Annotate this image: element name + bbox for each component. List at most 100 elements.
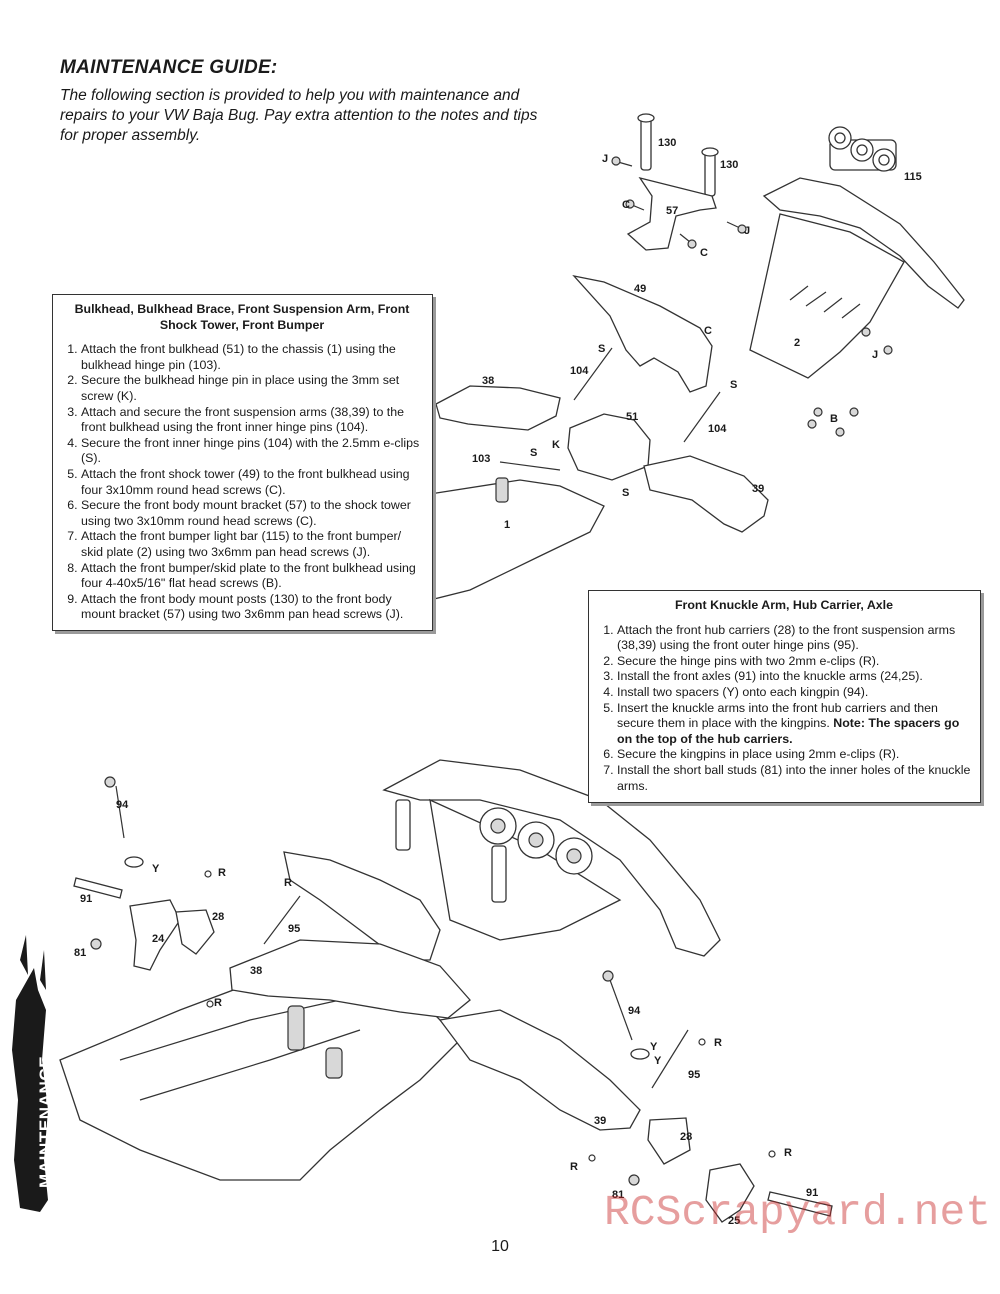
callout-81: 81 bbox=[612, 1189, 624, 1201]
front-suspension-arm-left bbox=[229, 939, 471, 1019]
callout-104: 104 bbox=[570, 365, 589, 377]
knuckle-box-title: Front Knuckle Arm, Hub Carrier, Axle bbox=[674, 598, 894, 612]
watermark: RCScrapyard.net bbox=[604, 1188, 992, 1237]
callout-K: K bbox=[552, 439, 560, 451]
callout-24: 24 bbox=[152, 933, 165, 945]
spacer-note: Note: The spacers go on the top of the h… bbox=[617, 716, 960, 746]
body-mount-post bbox=[637, 113, 719, 197]
inner-hinge-pin bbox=[683, 391, 721, 443]
front-axle bbox=[767, 1191, 833, 1217]
light-bar bbox=[479, 807, 593, 875]
list-item: Install the short ball studs (81) into t… bbox=[617, 763, 972, 794]
callout-Y: Y bbox=[152, 863, 160, 875]
spacer bbox=[124, 856, 144, 868]
ball-stud bbox=[628, 1174, 640, 1186]
list-item: Secure the front inner hinge pins (104) … bbox=[81, 436, 424, 467]
chassis-post bbox=[495, 477, 509, 503]
callout-28: 28 bbox=[680, 1131, 692, 1143]
flat-head-screws bbox=[807, 407, 859, 437]
callout-J: J bbox=[744, 225, 750, 237]
kingpin bbox=[115, 785, 125, 839]
top-callouts: 130 130 J C 57 J C 115 49 C S 104 38 S 5… bbox=[472, 137, 922, 531]
list-item: Attach the front shock tower (49) to the… bbox=[81, 467, 424, 498]
shock-tower bbox=[283, 851, 441, 961]
list-item: Secure the hinge pins with two 2mm e-cli… bbox=[617, 654, 972, 670]
callout-Y: Y bbox=[654, 1055, 662, 1067]
front-bulkhead bbox=[567, 413, 651, 481]
page-heading: MAINTENANCE GUIDE: bbox=[60, 57, 278, 78]
chassis-front bbox=[429, 479, 605, 601]
callout-J: J bbox=[602, 153, 608, 165]
callout-25: 25 bbox=[728, 1215, 740, 1227]
callout-104: 104 bbox=[708, 423, 727, 435]
body-mount-post bbox=[491, 845, 507, 903]
chassis-post bbox=[325, 1047, 343, 1079]
callout-2: 2 bbox=[794, 337, 800, 349]
callout-1: 1 bbox=[504, 519, 510, 531]
callout-38: 38 bbox=[250, 965, 262, 977]
callout-39: 39 bbox=[752, 483, 764, 495]
callout-S: S bbox=[622, 487, 629, 499]
callout-R: R bbox=[284, 877, 292, 889]
callout-C: C bbox=[700, 247, 708, 259]
list-item: Secure the front body mount bracket (57)… bbox=[81, 498, 424, 529]
list-item: Attach the front bumper light bar (115) … bbox=[81, 529, 424, 560]
page-number: 10 bbox=[491, 1238, 509, 1255]
ball-stud bbox=[90, 938, 102, 950]
spacer bbox=[630, 1048, 650, 1060]
body-mount-post bbox=[395, 799, 411, 851]
front-suspension-arm-right bbox=[438, 1009, 641, 1131]
front-suspension-arm-left bbox=[435, 385, 561, 431]
knuckle-arm bbox=[705, 1163, 755, 1223]
body-mount-bracket bbox=[626, 176, 717, 251]
bottom-callouts: 94 Y R 91 R 28 24 95 81 38 R 94 Y Y R 95… bbox=[74, 799, 818, 1227]
list-item: Secure the kingpins in place using 2mm e… bbox=[617, 747, 972, 763]
screw-icon bbox=[883, 345, 893, 355]
bulkhead-steps-list: Attach the front bulkhead (51) to the ch… bbox=[60, 342, 424, 623]
callout-R: R bbox=[570, 1161, 578, 1173]
callout-94: 94 bbox=[628, 1005, 641, 1017]
list-item: Install two spacers (Y) onto each kingpi… bbox=[617, 685, 972, 701]
light-bar bbox=[828, 126, 897, 172]
list-item: Attach the front body mount posts (130) … bbox=[81, 592, 424, 623]
bulkhead-hinge-pin bbox=[499, 461, 561, 471]
list-item: Attach the front bulkhead (51) to the ch… bbox=[81, 342, 424, 373]
callout-R: R bbox=[784, 1147, 792, 1159]
callout-91: 91 bbox=[806, 1187, 818, 1199]
callout-C: C bbox=[622, 199, 630, 211]
callout-39: 39 bbox=[594, 1115, 606, 1127]
e-clip-icons bbox=[204, 870, 776, 1162]
list-item: Attach and secure the front suspension a… bbox=[81, 405, 424, 436]
callout-95: 95 bbox=[288, 923, 300, 935]
callout-R: R bbox=[214, 997, 222, 1009]
callout-103: 103 bbox=[472, 453, 490, 465]
step-text: Insert the knuckle arms into the front h… bbox=[617, 700, 938, 731]
bumper-skid-plate bbox=[749, 177, 965, 379]
knuckle-steps-list: Attach the front hub carriers (28) to th… bbox=[596, 623, 972, 795]
kingpin bbox=[609, 979, 633, 1041]
maintenance-tab-background bbox=[12, 935, 48, 1212]
maintenance-side-tab: MAINTENANCE bbox=[36, 1055, 55, 1188]
callout-130a: 130 bbox=[658, 137, 676, 149]
list-item: Attach the front bumper/skid plate to th… bbox=[81, 561, 424, 592]
callout-95: 95 bbox=[688, 1069, 700, 1081]
front-suspension-arm-right bbox=[643, 455, 769, 533]
list-item: Secure the bulkhead hinge pin in place u… bbox=[81, 373, 424, 404]
callout-57: 57 bbox=[666, 205, 678, 217]
shock-tower bbox=[572, 274, 713, 393]
callout-28: 28 bbox=[212, 911, 224, 923]
screw-icon bbox=[861, 327, 871, 337]
bulkhead-instructions-box: Bulkhead, Bulkhead Brace, Front Suspensi… bbox=[52, 294, 433, 631]
callout-38: 38 bbox=[482, 375, 494, 387]
list-item: Install the front axles (91) into the kn… bbox=[617, 669, 972, 685]
callout-C: C bbox=[704, 325, 712, 337]
intro-paragraph: The following section is provided to hel… bbox=[60, 87, 538, 144]
callout-81: 81 bbox=[74, 947, 86, 959]
hub-carrier bbox=[175, 909, 215, 955]
callout-91: 91 bbox=[80, 893, 92, 905]
bulkhead-box-title: Bulkhead, Bulkhead Brace, Front Suspensi… bbox=[74, 302, 410, 332]
callout-130b: 130 bbox=[720, 159, 738, 171]
callout-B: B bbox=[830, 413, 838, 425]
callout-51: 51 bbox=[626, 411, 638, 423]
